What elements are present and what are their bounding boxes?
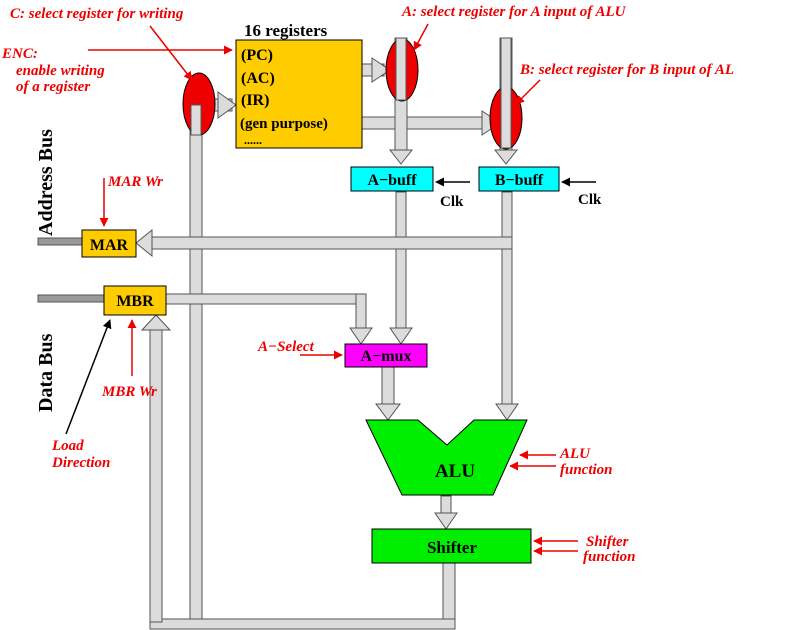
mbr-branch-amux: [355, 293, 367, 333]
load-annotation-1: Load: [51, 438, 84, 454]
shifter-label: Shifter: [427, 538, 478, 557]
register-file: [235, 39, 363, 149]
register-pc: (PC): [241, 47, 273, 64]
c-select-arrow: [149, 25, 193, 81]
load-annotation-2: Direction: [51, 455, 110, 471]
mar-label: MAR: [90, 237, 129, 254]
return-to-mbr: [149, 329, 163, 623]
mbr-box: [103, 285, 167, 316]
mbr-wr-annotation: MBR Wr: [101, 384, 157, 400]
arrowhead-amux-from-mbr: [349, 327, 373, 345]
b-to-mar-bus: [149, 236, 513, 250]
register-more: ......: [244, 133, 262, 147]
a-select-reg-annotation: A: select register for A input of ALU: [401, 4, 627, 20]
b-bus-through-selector: [500, 37, 512, 149]
arrowhead-alu-left: [375, 403, 401, 421]
abuff-to-amux: [395, 191, 407, 333]
data-bus-label: Data Bus: [35, 333, 57, 412]
mar-wr-annotation: MAR Wr: [107, 174, 163, 190]
a-select-reg-arrow: [413, 23, 429, 51]
arrowhead-into-registers: [217, 91, 237, 119]
amux-to-alu: [381, 366, 395, 408]
c-bus-vertical: [189, 104, 203, 626]
c-bus-through-selector: [190, 104, 202, 136]
b-select-reg-annotation: B: select register for B input of AL: [519, 62, 734, 78]
b-buff-label: B−buff: [495, 172, 544, 189]
a-clk-label: Clk: [440, 194, 464, 210]
enc-annotation-3: of a register: [16, 79, 90, 95]
arrowhead-shifter: [434, 512, 458, 530]
arrowhead-alu-right: [495, 403, 519, 421]
arrowhead-abuff: [388, 149, 414, 165]
mbr-label: MBR: [116, 293, 154, 310]
control-arrows: [88, 23, 578, 556]
a-select-annotation: A−Select: [257, 339, 315, 355]
data-bus-stub: [37, 294, 105, 303]
alu-function-annotation-2: function: [560, 462, 613, 478]
mbr-to-amux-bus: [165, 293, 367, 305]
reg-to-b-selector: [361, 116, 493, 130]
shifter-function-annotation-2: function: [583, 549, 636, 565]
shifter-down: [442, 562, 456, 620]
arrowhead-bbuff: [493, 149, 519, 165]
arrowhead-mbr: [140, 314, 172, 331]
shifter-function-annotation-1: Shifter: [586, 534, 629, 550]
register-file-title: 16 registers: [244, 21, 328, 40]
enc-annotation-2: enable writing: [16, 63, 105, 79]
a-buff-label: A−buff: [367, 172, 417, 189]
register-ir: (IR): [241, 92, 269, 109]
enc-annotation-1: ENC:: [1, 46, 38, 62]
alu-function-annotation-1: ALU: [559, 446, 591, 462]
mar-box: [81, 229, 137, 258]
arrowhead-mar: [135, 228, 153, 258]
shifter-box: [371, 528, 532, 564]
bottom-return-bus: [149, 618, 456, 630]
arrowhead-a-selector: [371, 57, 391, 83]
c-select-annotation: C: select register for writing: [10, 6, 184, 22]
a-mux-label: A−mux: [361, 348, 412, 365]
address-bus-stub: [37, 237, 85, 246]
load-direction-arrow: [65, 319, 112, 435]
alu-label: ALU: [435, 461, 475, 482]
a-buff-box: [350, 166, 434, 192]
b-select-reg-arrow: [515, 79, 541, 105]
arrowhead-amux-from-abuff: [389, 327, 413, 345]
register-gen-purpose: (gen purpose): [240, 116, 328, 132]
bbuff-to-alu: [501, 191, 513, 405]
a-mux-box: [344, 343, 428, 368]
register-ac: (AC): [241, 70, 275, 87]
b-buff-box: [478, 166, 560, 192]
alu-shape: [365, 419, 528, 496]
a-bus-through-selector: [395, 37, 407, 101]
annotations: C: select register for writing ENC: enab…: [1, 4, 734, 565]
address-bus-label: Address Bus: [35, 129, 57, 236]
b-clk-label: Clk: [578, 192, 602, 208]
